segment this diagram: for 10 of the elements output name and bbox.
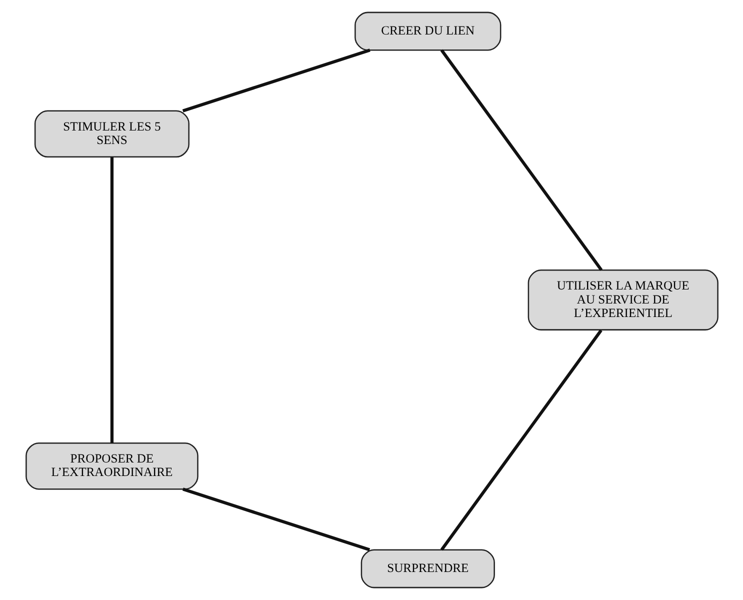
connector: [440, 49, 602, 271]
connector: [440, 329, 602, 551]
connector: [182, 48, 370, 112]
node-box: UTILISER LA MARQUE AU SERVICE DE L’EXPERIENTIEL: [527, 270, 718, 330]
node-box: STIMULER LES 5 SENS: [34, 110, 189, 158]
connector: [182, 488, 370, 552]
node-box: CREER DU LIEN: [354, 12, 501, 51]
connector: [110, 157, 114, 443]
node-box: PROPOSER DE L’EXTRAORDINAIRE: [25, 442, 198, 490]
node-box: SURPRENDRE: [360, 549, 494, 588]
